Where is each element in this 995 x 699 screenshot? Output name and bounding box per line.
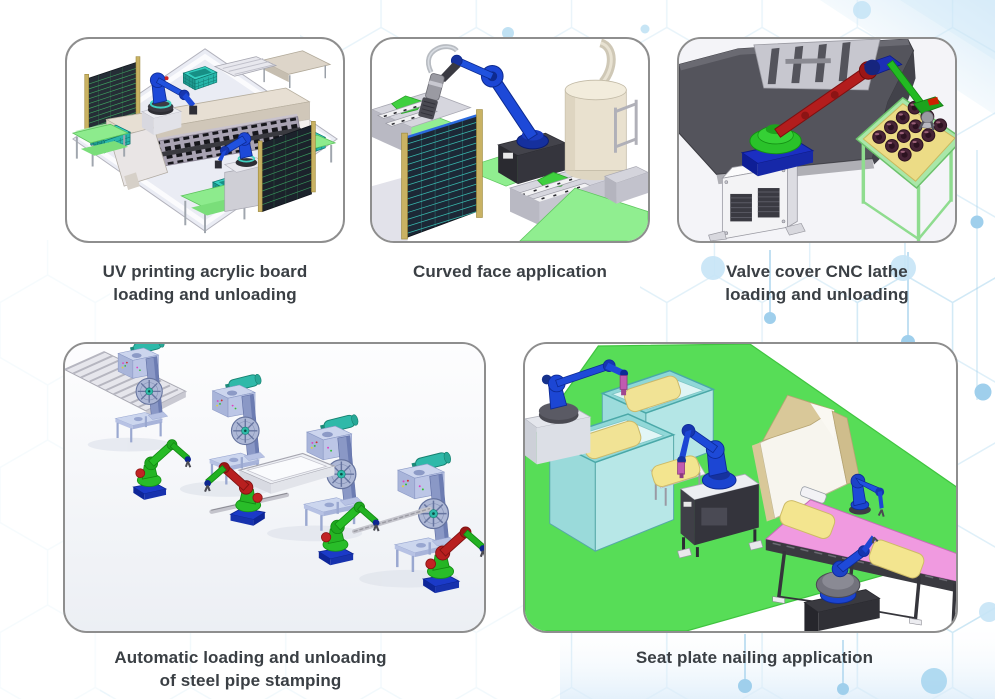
caption-seat-plate: Seat plate nailing application [537,646,972,669]
caption-valve-cover: Valve cover CNC lathe loading and unload… [677,260,957,306]
caption-line: of steel pipe stamping [159,671,342,690]
back-table [260,50,332,89]
caption-line: Curved face application [412,262,608,281]
robot-cabinet [708,156,806,241]
steel-pipe-scene [65,344,484,631]
steel-pipe-image [63,342,486,633]
seat-plate-image [523,342,958,633]
floor-wedge [372,176,408,241]
valve-cover-image [677,37,957,243]
blue-robot-lower [214,132,269,212]
curved-face-scene [372,39,648,241]
caption-line: loading and unloading [113,285,297,304]
caption-line: UV printing acrylic board [102,262,308,281]
hexagon-dots [502,1,995,695]
caption-curved-face: Curved face application [370,260,650,283]
gantry-rail [136,127,304,161]
multi-color-robot [740,55,944,177]
safety-fence-right [257,121,316,213]
seat-plate-scene [525,344,956,631]
safety-fence [401,109,483,240]
blue-robot-right [848,473,885,517]
figure-seat-plate: Seat plate nailing application [523,342,958,669]
valve-cover-scene [679,39,955,241]
caption-steel-pipe: Automatic loading and unloading of steel… [39,646,462,692]
caption-line: Valve cover CNC lathe [726,262,908,281]
green-table-left [71,123,130,167]
figure-uv-printing: UV printing acrylic board loading and un… [65,37,345,306]
uv-printing-image [65,37,345,243]
uv-printing-scene [71,48,338,234]
spray-tool [418,44,459,120]
top-conveyor [213,56,278,77]
caption-line: Automatic loading and unloading [114,648,387,667]
blue-robot-bottom [803,535,881,631]
caption-line: loading and unloading [725,285,909,304]
pink-conveyor [764,486,956,629]
figure-valve-cover: Valve cover CNC lathe loading and unload… [677,37,957,306]
curved-face-image [370,37,650,243]
cnc-lathe-machine [679,39,916,185]
pipe-trough [237,452,337,494]
figure-curved-face: Curved face application [370,37,650,283]
caption-uv-printing: UV printing acrylic board loading and un… [65,260,345,306]
figure-steel-pipe: Automatic loading and unloading of steel… [63,342,486,692]
blue-robot [439,54,549,150]
blue-robot-center [677,423,737,490]
tan-structure [751,394,861,522]
gray-bin [603,166,648,204]
caption-line: Seat plate nailing application [635,648,874,667]
blue-robot-upper [140,72,198,136]
handrail [613,99,638,153]
blue-robot-top-left [525,359,629,465]
